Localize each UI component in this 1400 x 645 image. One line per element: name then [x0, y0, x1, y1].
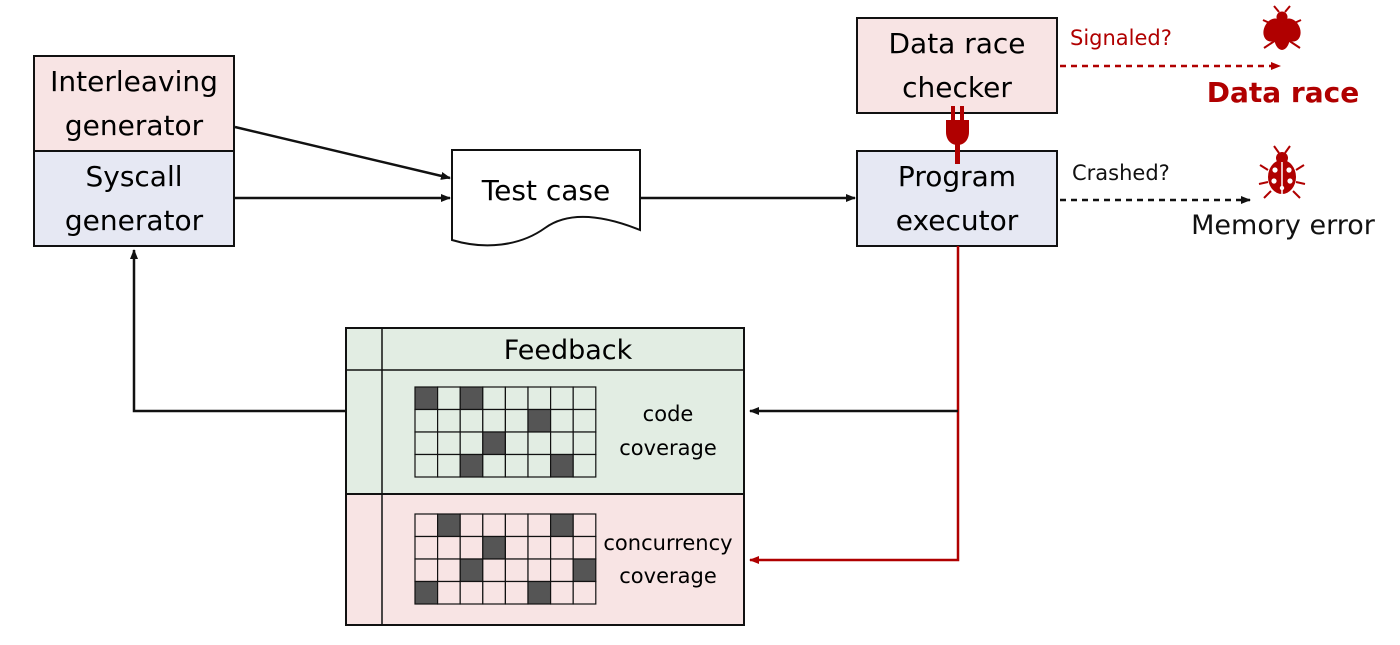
- grid-cell: [504, 408, 529, 433]
- fly-bug-icon: [1262, 5, 1302, 50]
- checker-label-2: checker: [902, 71, 1012, 104]
- ladybug-icon: [1258, 145, 1306, 199]
- grid-cell: [572, 580, 597, 605]
- grid-cell-covered: [549, 453, 574, 478]
- code-coverage-label-2: coverage: [619, 436, 717, 460]
- grid-cell: [572, 535, 597, 560]
- grid-cell: [459, 431, 484, 456]
- grid-cell-covered: [572, 558, 597, 583]
- grid-cell: [437, 453, 461, 478]
- grid-cell: [572, 386, 597, 411]
- syscall-label-2: generator: [65, 204, 204, 237]
- checker-label-1: Data race: [888, 27, 1025, 60]
- grid-cell: [414, 513, 439, 538]
- crashed-label: Crashed?: [1072, 161, 1170, 185]
- interleaving-label-2: generator: [65, 109, 204, 142]
- grid-cell: [527, 453, 552, 478]
- grid-cell: [437, 431, 461, 456]
- grid-cell: [572, 453, 597, 478]
- grid-cell: [482, 580, 506, 605]
- grid-cell: [527, 558, 552, 583]
- grid-cell: [572, 431, 597, 456]
- test-case-label: Test case: [481, 174, 610, 207]
- grid-cell: [504, 431, 529, 456]
- grid-cell: [437, 386, 461, 411]
- arrow-executor-to-concurrency: [749, 246, 960, 564]
- code-coverage-label-1: code: [643, 402, 694, 426]
- grid-cell-covered: [527, 408, 552, 433]
- grid-cell-covered: [437, 513, 461, 538]
- interleaving-label-1: Interleaving: [50, 65, 218, 98]
- grid-cell-covered: [459, 453, 484, 478]
- grid-cell: [482, 453, 506, 478]
- memory-error-label: Memory error: [1191, 210, 1376, 241]
- concurrency-coverage-label-1: concurrency: [603, 531, 732, 555]
- grid-cell: [459, 535, 484, 560]
- grid-cell: [482, 386, 506, 411]
- grid-cell: [482, 558, 506, 583]
- grid-cell: [572, 513, 597, 538]
- grid-cell: [437, 580, 461, 605]
- grid-cell: [504, 453, 529, 478]
- grid-cell-covered: [482, 431, 506, 456]
- grid-cell: [504, 513, 529, 538]
- grid-cell: [527, 431, 552, 456]
- interleaving-generator-box: Interleaving generator: [33, 55, 235, 152]
- grid-cell: [437, 558, 461, 583]
- grid-cell: [459, 513, 484, 538]
- grid-cell: [414, 558, 439, 583]
- grid-cell-covered: [414, 580, 439, 605]
- program-executor-box: Program executor: [856, 150, 1058, 247]
- grid-cell-covered: [527, 580, 552, 605]
- grid-cell: [572, 408, 597, 433]
- grid-cell-covered: [482, 535, 506, 560]
- grid-cell: [527, 386, 552, 411]
- grid-cell: [437, 535, 461, 560]
- grid-cell: [527, 513, 552, 538]
- grid-cell: [414, 431, 439, 456]
- grid-cell: [504, 535, 529, 560]
- data-race-label: Data race: [1207, 76, 1359, 109]
- test-case-box: Test case: [451, 149, 641, 247]
- executor-label-2: executor: [896, 204, 1019, 237]
- grid-cell: [414, 535, 439, 560]
- grid-cell: [414, 408, 439, 433]
- grid-cell: [482, 408, 506, 433]
- arrow-interleaving-to-testcase: [234, 125, 451, 180]
- syscall-generator-box: Syscall generator: [33, 150, 235, 247]
- grid-cell: [459, 580, 484, 605]
- grid-cell: [437, 408, 461, 433]
- grid-cell: [549, 386, 574, 411]
- arrow-feedback-to-syscall: [130, 249, 346, 413]
- grid-cell: [482, 513, 506, 538]
- grid-cell: [504, 580, 529, 605]
- grid-cell-covered: [459, 386, 484, 411]
- grid-cell-covered: [459, 558, 484, 583]
- syscall-label-1: Syscall: [85, 160, 182, 193]
- grid-cell: [549, 408, 574, 433]
- grid-cell: [549, 580, 574, 605]
- grid-cell: [459, 408, 484, 433]
- data-race-checker-box: Data race checker: [856, 17, 1058, 114]
- feedback-panel: Feedback code coverage concurrency cover…: [345, 327, 745, 626]
- concurrency-coverage-label-2: coverage: [619, 564, 717, 588]
- grid-cell: [527, 535, 552, 560]
- grid-cell-covered: [549, 513, 574, 538]
- concurrency-coverage-grid: [414, 513, 597, 605]
- executor-label-1: Program: [898, 160, 1016, 193]
- grid-cell: [549, 535, 574, 560]
- signaled-label: Signaled?: [1070, 26, 1172, 50]
- grid-cell: [414, 453, 439, 478]
- grid-cell-covered: [414, 386, 439, 411]
- grid-cell: [504, 386, 529, 411]
- grid-cell: [549, 431, 574, 456]
- grid-cell: [549, 558, 574, 583]
- grid-cell: [504, 558, 529, 583]
- code-coverage-grid: [414, 386, 597, 478]
- feedback-title: Feedback: [504, 335, 633, 366]
